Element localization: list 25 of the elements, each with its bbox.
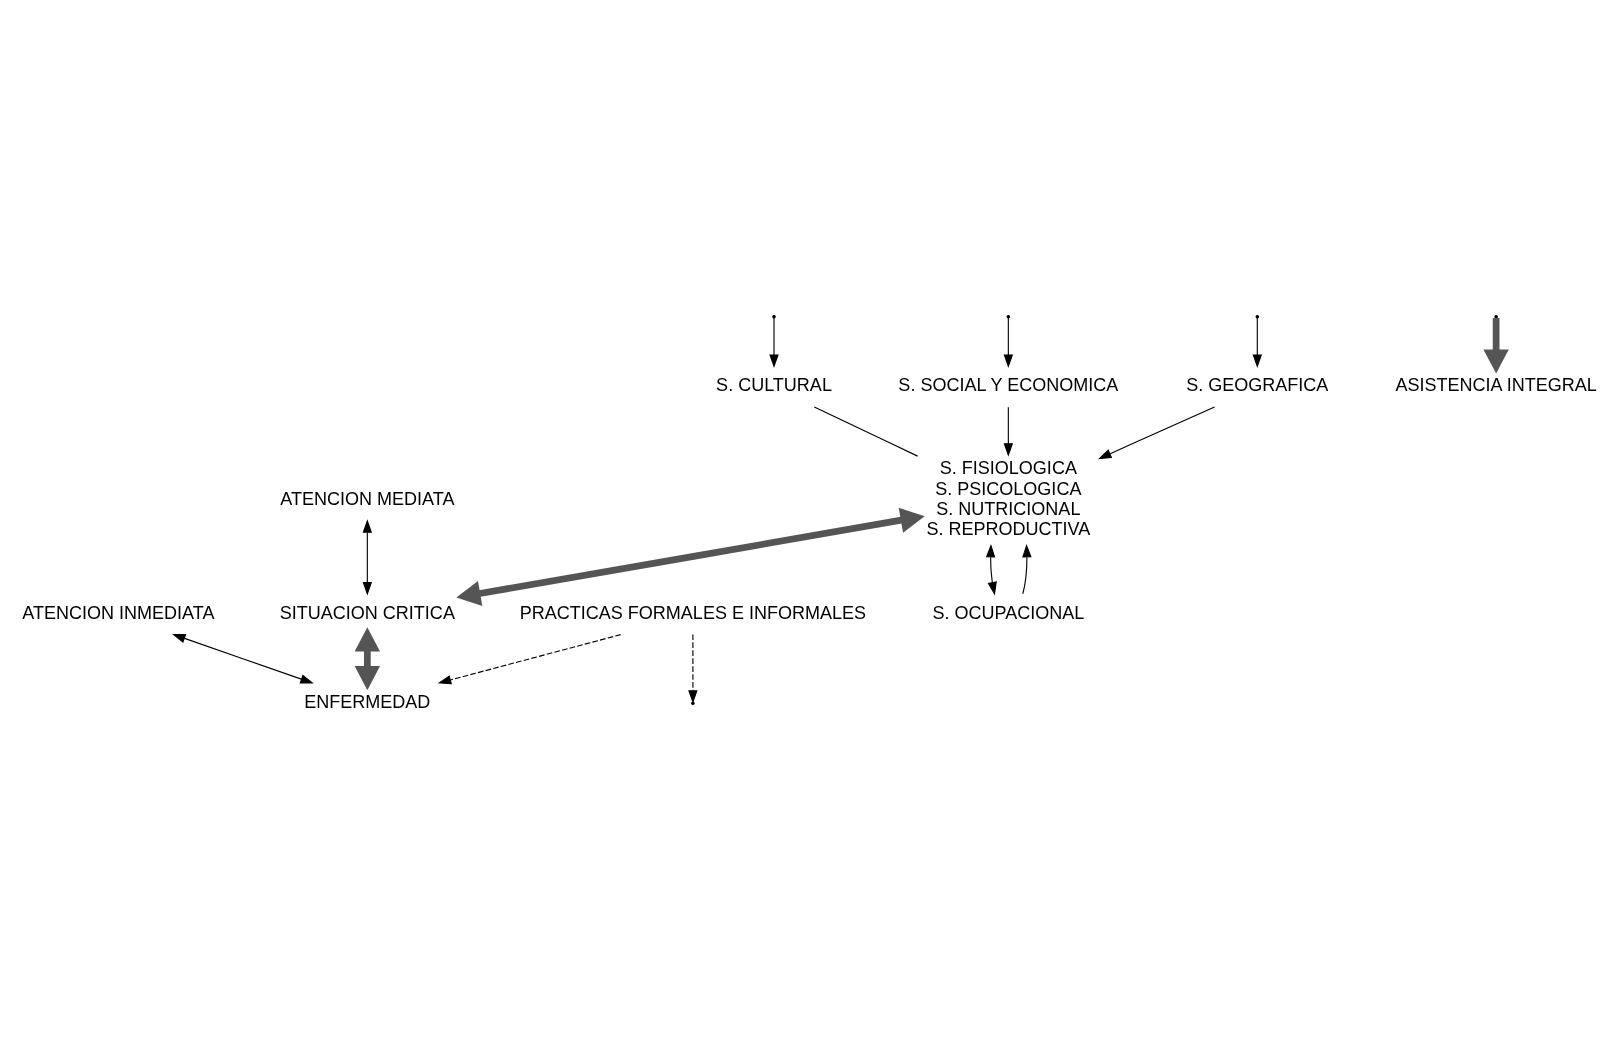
arrow (456, 507, 925, 606)
arrow (1003, 406, 1014, 457)
node-text: S. SOCIAL Y ECONOMICA (898, 374, 1119, 395)
arrow (1003, 317, 1014, 368)
arrow (688, 634, 698, 704)
connector (813, 406, 919, 457)
node-text: S. OCUPACIONAL (932, 602, 1085, 623)
arrow (362, 519, 373, 596)
arrow (354, 627, 381, 691)
arrow (172, 634, 314, 684)
arrow (1252, 317, 1263, 368)
arrow (1022, 543, 1032, 595)
arrow (437, 634, 622, 685)
node-text: ATENCION INMEDIATA (22, 602, 215, 623)
arrow (769, 317, 779, 368)
arrow (985, 543, 997, 596)
node-text: ASISTENCIA INTEGRAL (1395, 374, 1597, 395)
node-text: S. FISIOLOGICA S. PSICOLOGICA S. NUTRICIONAL S. REPRODUCTIVA (926, 458, 1091, 540)
node-text: SITUACION CRITICA (279, 602, 455, 623)
node-text: ATENCION MEDIATA (280, 488, 455, 509)
node-text: S. CULTURAL (716, 374, 832, 395)
node-text: ENFERMEDAD (304, 691, 431, 712)
arrow (1097, 406, 1216, 460)
node-text: S. GEOGRAFICA (1186, 374, 1329, 395)
node-text: PRACTICAS FORMALES E INFORMALES (519, 602, 867, 623)
